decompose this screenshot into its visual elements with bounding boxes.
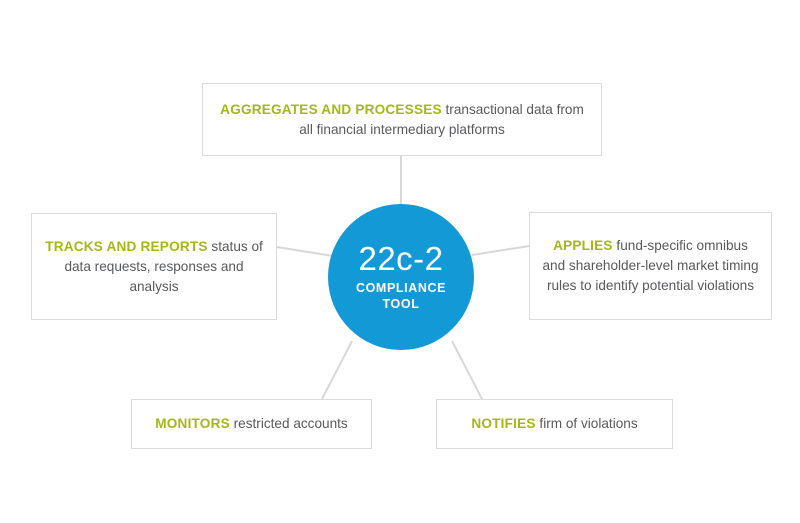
hub-code-label: 22c-2 [358, 240, 444, 277]
connector-bottom-right [451, 340, 483, 400]
callout-box-applies: APPLIES fund-specific omnibus and shareh… [529, 212, 772, 320]
callout-rest-notifies: firm of violations [535, 416, 638, 431]
callout-lead-aggregates: AGGREGATES AND PROCESSES [220, 101, 442, 117]
callout-box-monitors: MONITORS restricted accounts [131, 399, 372, 449]
callout-lead-notifies: NOTIFIES [471, 416, 536, 431]
connector-right [471, 245, 530, 256]
callout-rest-tracks: status of data requests, responses and a… [64, 238, 263, 294]
connector-bottom-left [321, 340, 353, 400]
hub-subtitle-line2: TOOL [382, 297, 420, 311]
callout-lead-monitors: MONITORS [155, 416, 230, 431]
hub-circle: 22c-2 COMPLIANCE TOOL [328, 204, 474, 350]
callout-box-tracks: TRACKS AND REPORTS status of data reques… [31, 213, 277, 320]
callout-rest-monitors: restricted accounts [229, 416, 348, 431]
hub-subtitle-line1: COMPLIANCE [355, 281, 447, 295]
callout-text-applies: APPLIES fund-specific omnibus and shareh… [530, 236, 771, 296]
callout-lead-tracks: TRACKS AND REPORTS [45, 238, 208, 254]
connector-left [276, 246, 334, 257]
callout-rest-applies: fund-specific omnibus and shareholder-le… [542, 238, 759, 293]
callout-lead-applies: APPLIES [553, 238, 613, 253]
callout-box-aggregates: AGGREGATES AND PROCESSES transactional d… [202, 83, 602, 156]
callout-text-notifies: NOTIFIES firm of violations [461, 414, 647, 434]
callout-text-monitors: MONITORS restricted accounts [145, 414, 357, 434]
callout-text-tracks: TRACKS AND REPORTS status of data reques… [32, 237, 276, 297]
callout-box-notifies: NOTIFIES firm of violations [436, 399, 673, 449]
callout-rest-aggregates: transactional data from all financial in… [299, 101, 584, 137]
callout-text-aggregates: AGGREGATES AND PROCESSES transactional d… [203, 100, 601, 140]
